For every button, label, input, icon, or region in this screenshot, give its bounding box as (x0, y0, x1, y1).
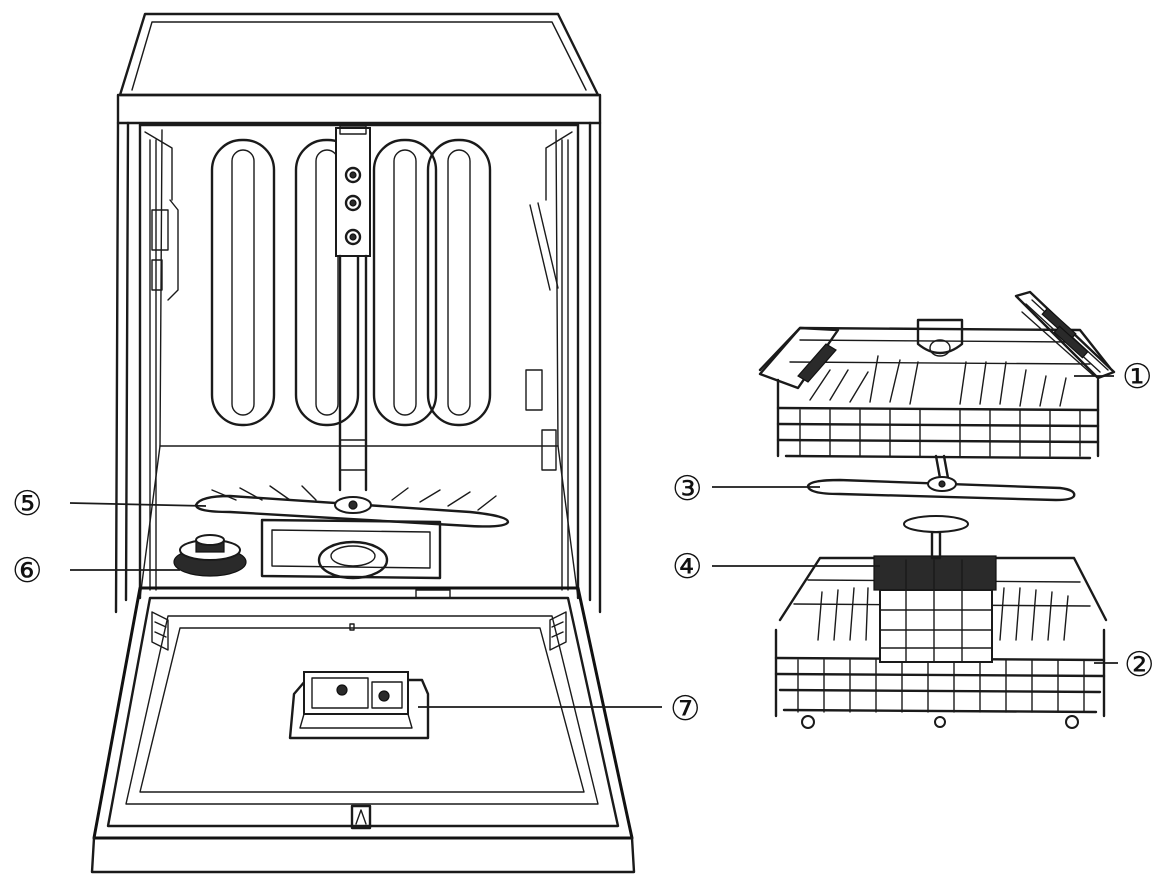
leader-lines (69, 375, 1118, 708)
salt-container-cap (173, 534, 247, 577)
callout-2: ② (1124, 645, 1154, 685)
open-door (90, 586, 636, 874)
callout-labels: ① ② ③ ④ ⑤ ⑥ ⑦ (12, 357, 1154, 729)
upper-spray-arm (806, 476, 1076, 502)
callout-3: ③ (672, 469, 702, 509)
callout-7: ⑦ (670, 689, 700, 729)
filter-sump (260, 518, 442, 580)
dishwasher-cabinet (114, 12, 602, 614)
callout-4: ④ (672, 547, 702, 587)
callout-1: ① (1122, 357, 1152, 397)
callout-5: ⑤ (12, 484, 42, 524)
upper-basket (758, 290, 1116, 480)
callout-6: ⑥ (12, 551, 42, 591)
cutlery-basket (873, 515, 997, 663)
lower-basket (774, 515, 1108, 729)
lower-spray-arm (194, 485, 510, 528)
water-supply-tube (335, 125, 371, 492)
back-wall-ribs (210, 138, 492, 427)
detergent-dispenser (288, 671, 430, 740)
